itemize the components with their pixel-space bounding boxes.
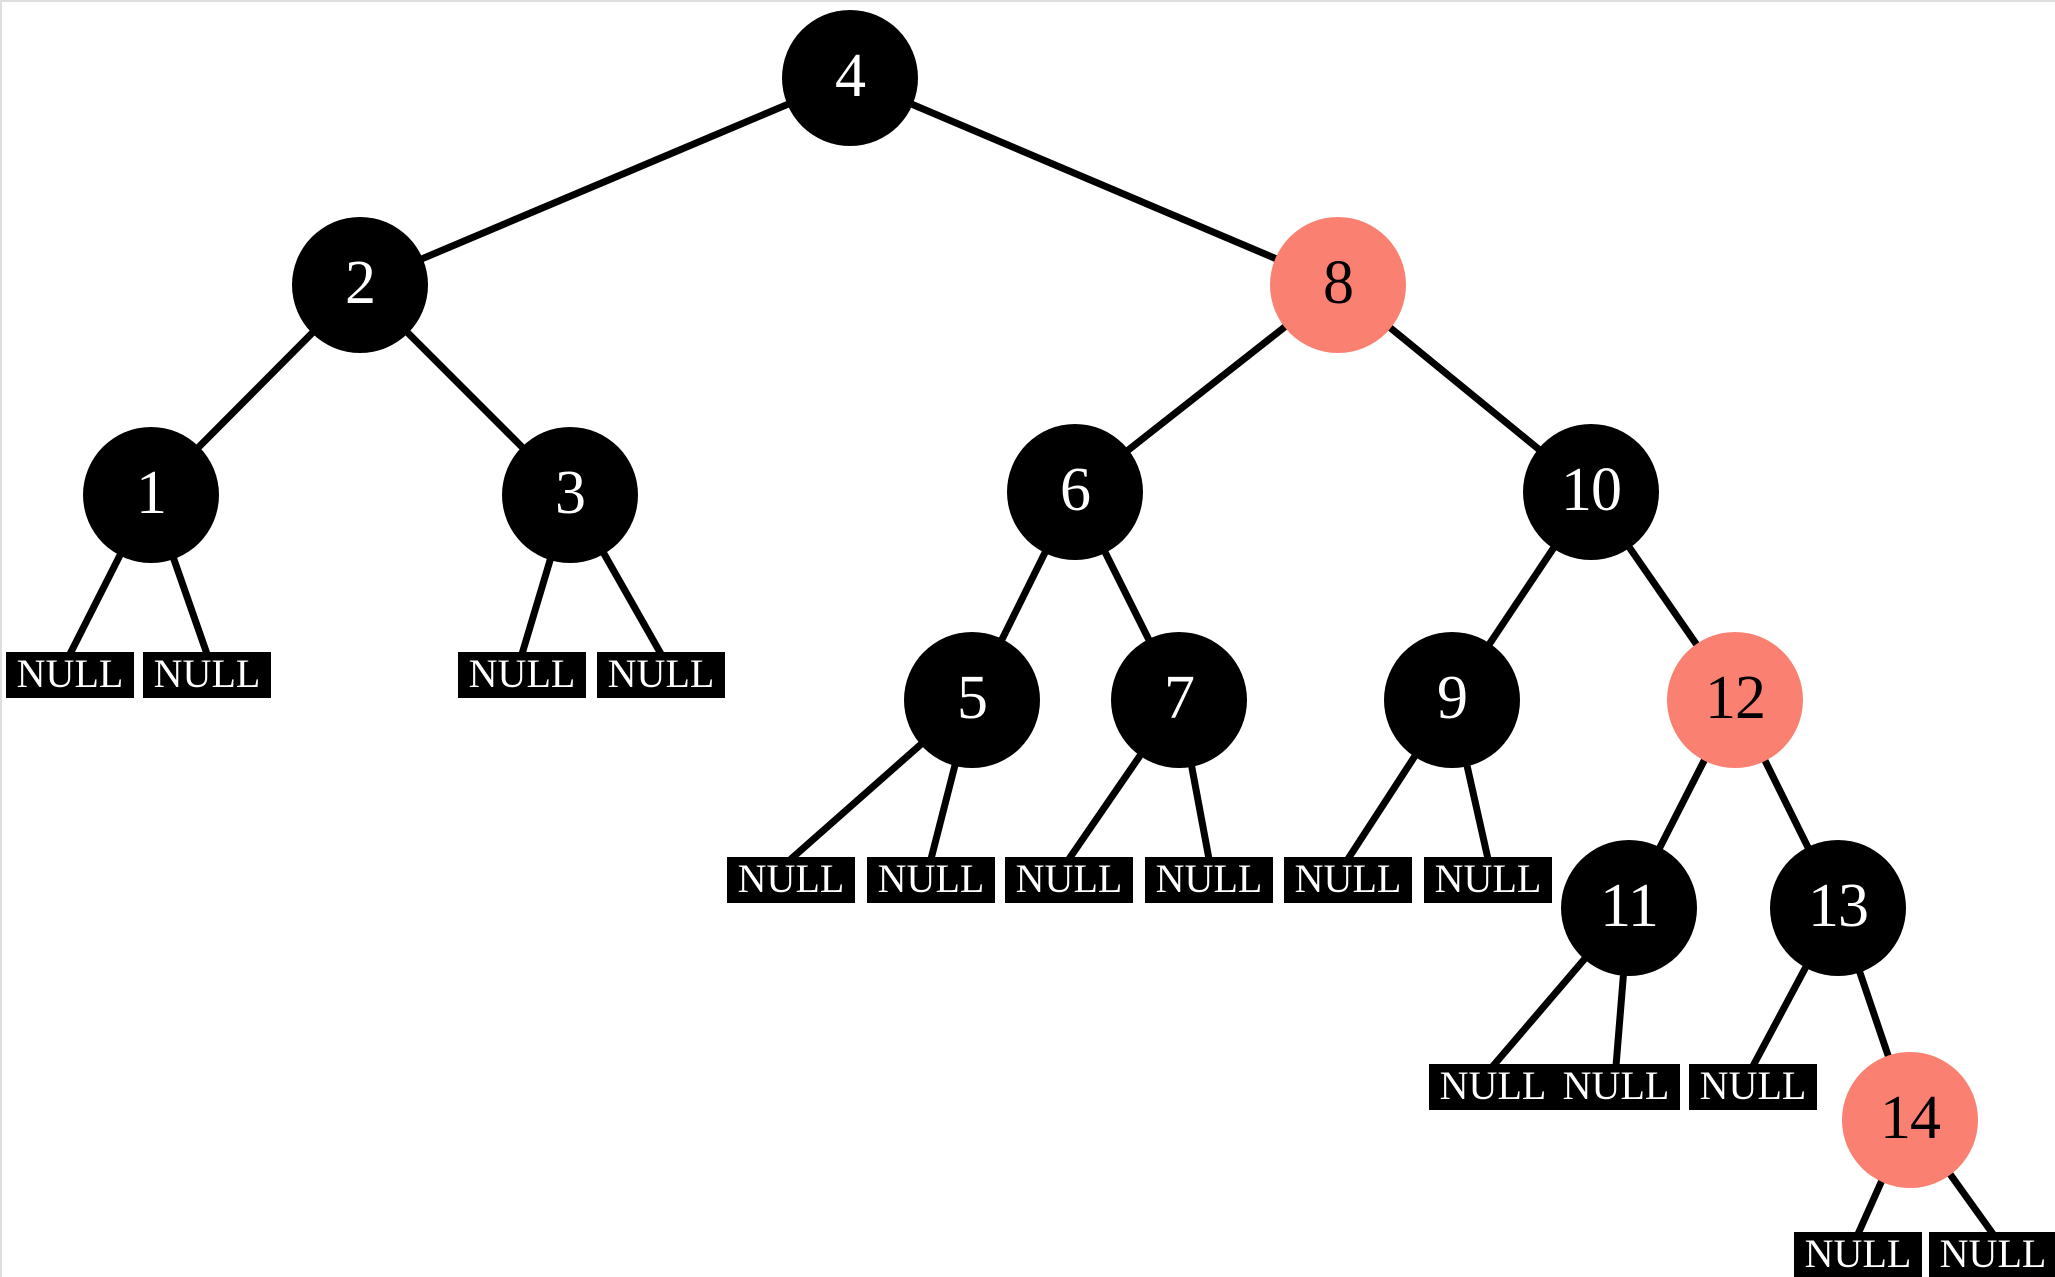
tree-edge xyxy=(66,550,125,658)
tree-edge xyxy=(403,328,527,452)
tree-edge xyxy=(1489,954,1590,1070)
tree-edge xyxy=(1101,547,1153,645)
tree-node-8[interactable]: 8 xyxy=(1270,217,1406,353)
tree-null-leaf: NULL xyxy=(1929,1232,2055,1277)
tree-edge xyxy=(1854,1176,1886,1238)
tree-null-leaf-label: NULL xyxy=(153,651,261,696)
tree-edge xyxy=(194,328,317,452)
tree-null-leaf: NULL xyxy=(1429,1064,1557,1110)
tree-edge xyxy=(1463,760,1492,863)
tree-edge xyxy=(1655,755,1709,853)
tree-null-leaf: NULL xyxy=(1005,857,1133,903)
tree-node-label: 11 xyxy=(1600,872,1659,940)
tree-null-leaf: NULL xyxy=(143,652,271,698)
tree-node-13[interactable]: 13 xyxy=(1770,840,1906,976)
tree-node-label: 7 xyxy=(1164,664,1195,732)
tree-null-leaf-label: NULL xyxy=(877,856,985,901)
tree-node-label: 14 xyxy=(1880,1084,1941,1152)
tree-null-leaf: NULL xyxy=(1794,1232,1922,1277)
tree-node-label: 8 xyxy=(1323,249,1354,317)
tree-null-leaf: NULL xyxy=(1552,1064,1680,1110)
tree-edge xyxy=(927,760,959,863)
tree-edge xyxy=(417,100,793,263)
tree-edge xyxy=(518,554,555,658)
tree-node-5[interactable]: 5 xyxy=(904,632,1040,768)
tree-node-label: 1 xyxy=(136,459,167,527)
tree-node-3[interactable]: 3 xyxy=(502,427,638,563)
tree-edge xyxy=(1625,542,1701,650)
tree-edge xyxy=(1065,750,1145,863)
tree-null-leaf: NULL xyxy=(1284,857,1412,903)
tree-null-leaf-label: NULL xyxy=(1699,1063,1807,1108)
tree-null-leaf: NULL xyxy=(597,652,725,698)
tree-edge xyxy=(1855,966,1893,1062)
tree-edge xyxy=(1187,761,1213,863)
tree-null-leaf-label: NULL xyxy=(1155,856,1263,901)
tree-node-2[interactable]: 2 xyxy=(292,217,428,353)
tree-null-leaf-label: NULL xyxy=(1015,856,1123,901)
tree-node-label: 12 xyxy=(1705,664,1766,732)
tree-node-label: 5 xyxy=(957,664,988,732)
tree-node-label: 2 xyxy=(345,249,376,317)
tree-null-leaf: NULL xyxy=(458,652,586,698)
tree-null-leaf-label: NULL xyxy=(1294,856,1402,901)
tree-node-label: 3 xyxy=(555,459,586,527)
tree-null-leaf: NULL xyxy=(1145,857,1273,903)
tree-edge xyxy=(1385,323,1544,454)
tree-null-leaf: NULL xyxy=(6,652,134,698)
tree-null-leaf-label: NULL xyxy=(737,856,845,901)
tree-node-6[interactable]: 6 xyxy=(1007,424,1143,560)
tree-node-7[interactable]: 7 xyxy=(1111,632,1247,768)
tree-null-leaf: NULL xyxy=(1424,857,1552,903)
tree-node-label: 10 xyxy=(1561,456,1622,524)
tree-null-leaf-label: NULL xyxy=(607,651,715,696)
tree-node-10[interactable]: 10 xyxy=(1523,424,1659,560)
tree-null-leaf-label: NULL xyxy=(468,651,576,696)
tree-edge xyxy=(1485,543,1558,649)
tree-edge xyxy=(1749,962,1810,1070)
tree-edge xyxy=(599,548,665,658)
tree-null-leaf: NULL xyxy=(867,857,995,903)
tree-null-leaf-label: NULL xyxy=(1439,1063,1547,1108)
tree-edge xyxy=(1760,755,1813,853)
tree-edge xyxy=(787,739,926,863)
tree-null-leaf-label: NULL xyxy=(1939,1231,2047,1276)
tree-edge xyxy=(907,100,1281,263)
tree-node-4[interactable]: 4 xyxy=(782,10,918,146)
tree-node-9[interactable]: 9 xyxy=(1384,632,1520,768)
tree-null-leaf: NULL xyxy=(727,857,855,903)
tree-null-leaf: NULL xyxy=(1689,1064,1817,1110)
tree-node-11[interactable]: 11 xyxy=(1561,840,1697,976)
tree-edge xyxy=(1123,322,1290,455)
tree-node-label: 4 xyxy=(835,42,866,110)
tree-edge xyxy=(1344,751,1420,863)
tree-edge xyxy=(997,547,1050,645)
tree-node-12[interactable]: 12 xyxy=(1667,632,1803,768)
tree-edge xyxy=(1945,1169,1997,1238)
tree-node-label: 9 xyxy=(1437,664,1468,732)
tree-node-14[interactable]: 14 xyxy=(1842,1052,1978,1188)
tree-null-leaf-label: NULL xyxy=(1804,1231,1912,1276)
tree-node-label: 6 xyxy=(1060,456,1091,524)
tree-node-1[interactable]: 1 xyxy=(83,427,219,563)
tree-edge xyxy=(169,553,211,658)
tree-null-leaf-label: NULL xyxy=(16,651,124,696)
tree-null-leaf-label: NULL xyxy=(1562,1063,1670,1108)
tree-edge xyxy=(1612,970,1628,1070)
tree-null-leaf-label: NULL xyxy=(1434,856,1542,901)
tree-node-label: 13 xyxy=(1808,872,1869,940)
